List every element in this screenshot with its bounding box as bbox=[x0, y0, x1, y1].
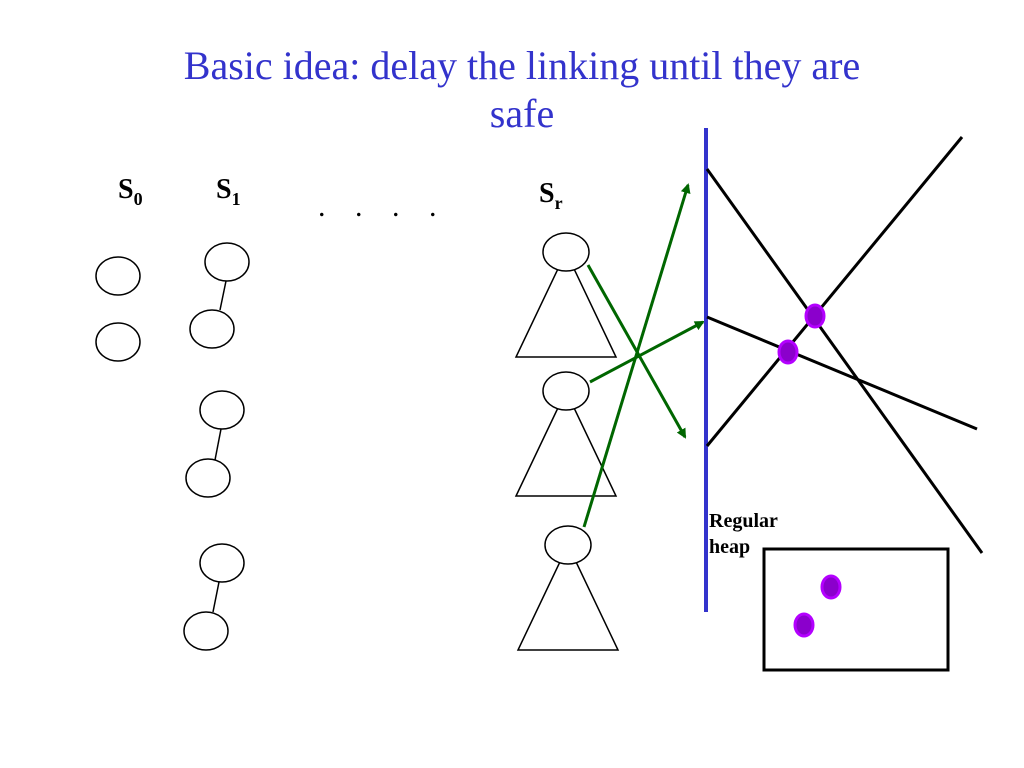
pair-link bbox=[214, 428, 222, 461]
subtree-triangle bbox=[516, 543, 620, 651]
ellipsis-dot: . bbox=[318, 190, 326, 223]
s1-node bbox=[204, 242, 250, 282]
ellipsis-dot: . bbox=[392, 190, 400, 223]
arrow bbox=[589, 320, 705, 384]
s1-node bbox=[199, 543, 245, 583]
label-s0: S0 bbox=[118, 174, 143, 210]
link-arrows bbox=[582, 183, 705, 528]
ellipsis-dot: . bbox=[429, 190, 437, 223]
s0-nodes bbox=[95, 256, 141, 362]
pair-link bbox=[219, 280, 227, 311]
subtree-triangle bbox=[514, 389, 618, 497]
line bbox=[705, 168, 984, 554]
marked-node bbox=[804, 303, 826, 329]
label-s1-sub: 1 bbox=[231, 189, 241, 209]
label-s0-main: S bbox=[118, 174, 134, 205]
regular-heap-box bbox=[762, 547, 950, 672]
s1-node bbox=[185, 458, 231, 498]
label-sr: Sr bbox=[539, 178, 563, 214]
heap-node bbox=[820, 574, 842, 600]
heap-node bbox=[793, 612, 815, 638]
ellipsis: .... bbox=[318, 190, 466, 224]
intersection-dots bbox=[777, 303, 826, 365]
regular-heap-label: Regular heap bbox=[709, 508, 778, 560]
title-line-1: Basic idea: delay the linking until they… bbox=[183, 43, 861, 88]
subtree-triangle bbox=[514, 250, 618, 358]
heap-label-line-2: heap bbox=[709, 536, 751, 558]
line bbox=[705, 136, 964, 447]
s0-node bbox=[95, 322, 141, 362]
arrow bbox=[582, 183, 691, 528]
s1-node bbox=[183, 611, 229, 651]
line bbox=[706, 315, 978, 431]
s1-pairs bbox=[183, 242, 250, 651]
sr-trees bbox=[514, 232, 620, 651]
title-line-2: safe bbox=[489, 91, 555, 136]
heap-lines bbox=[705, 136, 984, 554]
s1-node bbox=[199, 390, 245, 430]
heap-label-line-1: Regular bbox=[709, 510, 778, 532]
pair-link bbox=[212, 581, 220, 613]
sr-root-node bbox=[542, 371, 590, 411]
label-sr-main: S bbox=[539, 178, 555, 209]
slide-title: Basic idea: delay the linking until they… bbox=[112, 42, 932, 138]
label-s1-main: S bbox=[216, 174, 232, 205]
s1-node bbox=[189, 309, 235, 349]
marked-node bbox=[777, 339, 799, 365]
label-sr-sub: r bbox=[554, 193, 563, 213]
sr-root-node bbox=[542, 232, 590, 272]
label-s1: S1 bbox=[216, 174, 241, 210]
s0-node bbox=[95, 256, 141, 296]
sr-root-node bbox=[544, 525, 592, 565]
label-s0-sub: 0 bbox=[133, 189, 143, 209]
heap-dots bbox=[793, 574, 842, 638]
ellipsis-dot: . bbox=[355, 190, 363, 223]
